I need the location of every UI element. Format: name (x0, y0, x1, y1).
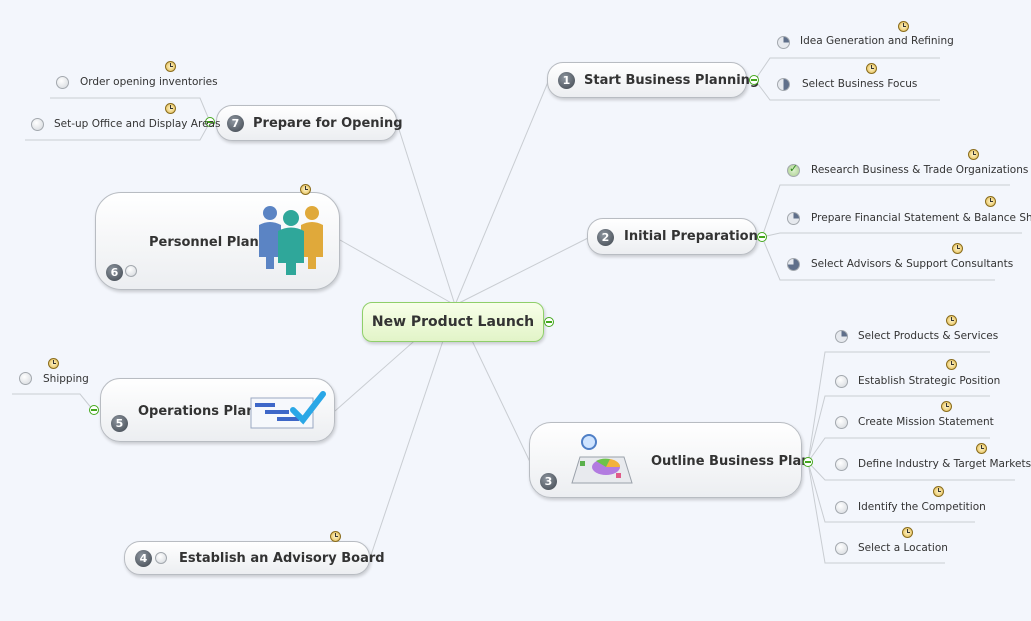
task-complete-icon[interactable] (787, 162, 800, 177)
leaf-idea-generation[interactable]: Idea Generation and Refining (800, 35, 954, 47)
clock-icon (165, 61, 176, 72)
leaf-identify-competition[interactable]: Identify the Competition (858, 501, 986, 513)
leaf-select-products[interactable]: Select Products & Services (858, 330, 999, 342)
connector-b3-leaf3 (807, 437, 990, 463)
task-progress-icon[interactable] (777, 36, 790, 49)
number-badge-icon: 5 (111, 415, 128, 432)
task-progress-icon[interactable] (777, 78, 790, 91)
task-progress-icon[interactable] (125, 265, 137, 277)
central-topic-label: New Product Launch (371, 314, 535, 330)
leaf-shipping[interactable]: Shipping (43, 373, 89, 385)
task-progress-icon[interactable] (835, 542, 848, 555)
clock-icon (952, 243, 963, 254)
leaf-research-business[interactable]: Research Business & Trade Organizations (811, 164, 1029, 176)
branch-operations-plan[interactable]: Operations Plan 5 (100, 378, 335, 442)
connector-b3-leaf1 (807, 351, 990, 463)
number-badge-icon: 3 (540, 473, 557, 490)
task-progress-icon[interactable] (155, 552, 167, 564)
number-badge-icon: 6 (106, 264, 123, 281)
clock-icon (898, 21, 909, 32)
connector-b4 (369, 304, 456, 559)
connector-b7-leaf1 (50, 97, 211, 123)
leaf-create-mission[interactable]: Create Mission Statement (858, 416, 994, 428)
connector-b1-leaf2 (754, 79, 940, 101)
branch-label: Prepare for Opening (253, 115, 403, 131)
number-badge-icon: 4 (135, 550, 152, 567)
clock-icon (933, 486, 944, 497)
connector-b6 (339, 239, 456, 306)
task-progress-icon[interactable] (787, 258, 800, 271)
connector-b2-leaf3 (761, 236, 995, 281)
task-progress-icon[interactable] (19, 372, 32, 385)
pie-chart-icon (571, 434, 633, 484)
branch-label: Operations Plan (138, 404, 256, 419)
branch-label: Start Business Planning (584, 72, 760, 88)
central-topic[interactable]: New Product Launch (362, 302, 544, 342)
number-badge-icon: 1 (558, 72, 575, 89)
leaf-select-location[interactable]: Select a Location (858, 542, 948, 554)
collapse-icon[interactable] (757, 232, 767, 242)
connector-b5-leaf1 (12, 393, 94, 411)
task-progress-icon[interactable] (835, 501, 848, 514)
clock-icon (48, 358, 59, 369)
connector-b1 (454, 81, 549, 306)
clock-icon (968, 149, 979, 160)
connector-b7 (396, 122, 456, 306)
branch-label: Outline Business Plan (651, 454, 811, 469)
leaf-establish-strategic-position[interactable]: Establish Strategic Position (858, 375, 1001, 387)
collapse-icon[interactable] (803, 457, 813, 467)
gantt-chart-icon (250, 391, 326, 429)
leaf-setup-office[interactable]: Set-up Office and Display Areas (54, 118, 221, 130)
task-progress-icon[interactable] (835, 330, 848, 343)
number-badge-icon: 7 (227, 115, 244, 132)
branch-personnel-plan[interactable]: Personnel Plan 6 (95, 192, 340, 290)
task-progress-icon[interactable] (835, 375, 848, 388)
people-icon (259, 206, 323, 275)
collapse-icon[interactable] (205, 117, 215, 127)
collapse-icon[interactable] (89, 405, 99, 415)
leaf-select-advisors[interactable]: Select Advisors & Support Consultants (811, 258, 1014, 270)
connector-b7-leaf2 (25, 121, 211, 141)
number-badge-icon: 2 (597, 229, 614, 246)
branch-start-business-planning[interactable]: 1 Start Business Planning (547, 62, 759, 98)
connector-b3-leaf5 (807, 461, 975, 523)
connector-b3-leaf6 (807, 461, 945, 564)
clock-icon (941, 401, 952, 412)
connector-b1-leaf1 (754, 57, 940, 81)
connector-b2-leaf1 (761, 184, 1010, 238)
clock-icon (866, 63, 877, 74)
leaf-prepare-financial[interactable]: Prepare Financial Statement & Balance Sh… (811, 212, 1031, 224)
task-progress-icon[interactable] (31, 118, 44, 131)
branch-prepare-for-opening[interactable]: 7 Prepare for Opening (216, 105, 403, 141)
branch-label: Establish an Advisory Board (179, 551, 385, 566)
clock-icon (902, 527, 913, 538)
collapse-icon[interactable] (544, 317, 554, 327)
task-progress-icon[interactable] (835, 458, 848, 471)
task-progress-icon[interactable] (56, 76, 69, 89)
connector-b2 (454, 237, 589, 306)
collapse-icon[interactable] (749, 75, 759, 85)
connector-b2-leaf2 (761, 232, 1022, 238)
clock-icon (300, 184, 311, 195)
branch-label: Initial Preparation (624, 229, 758, 244)
connector-b3-leaf4 (807, 461, 1015, 481)
leaf-order-inventories[interactable]: Order opening inventories (80, 76, 218, 88)
clock-icon (985, 196, 996, 207)
clock-icon (976, 443, 987, 454)
leaf-select-business-focus[interactable]: Select Business Focus (802, 78, 918, 90)
clock-icon (165, 103, 176, 114)
clock-icon (330, 531, 341, 542)
branch-label: Personnel Plan (149, 235, 259, 250)
connector-b3-leaf2 (807, 395, 990, 463)
task-progress-icon[interactable] (787, 212, 800, 225)
branch-advisory-board[interactable]: 4 Establish an Advisory Board (124, 541, 385, 575)
branch-initial-preparation[interactable]: 2 Initial Preparation (587, 218, 758, 255)
branch-outline-business-plan[interactable]: 3 Outline Business Plan (529, 422, 810, 498)
clock-icon (946, 315, 957, 326)
clock-icon (946, 359, 957, 370)
task-progress-icon[interactable] (835, 416, 848, 429)
leaf-define-industry[interactable]: Define Industry & Target Markets (858, 458, 1031, 470)
